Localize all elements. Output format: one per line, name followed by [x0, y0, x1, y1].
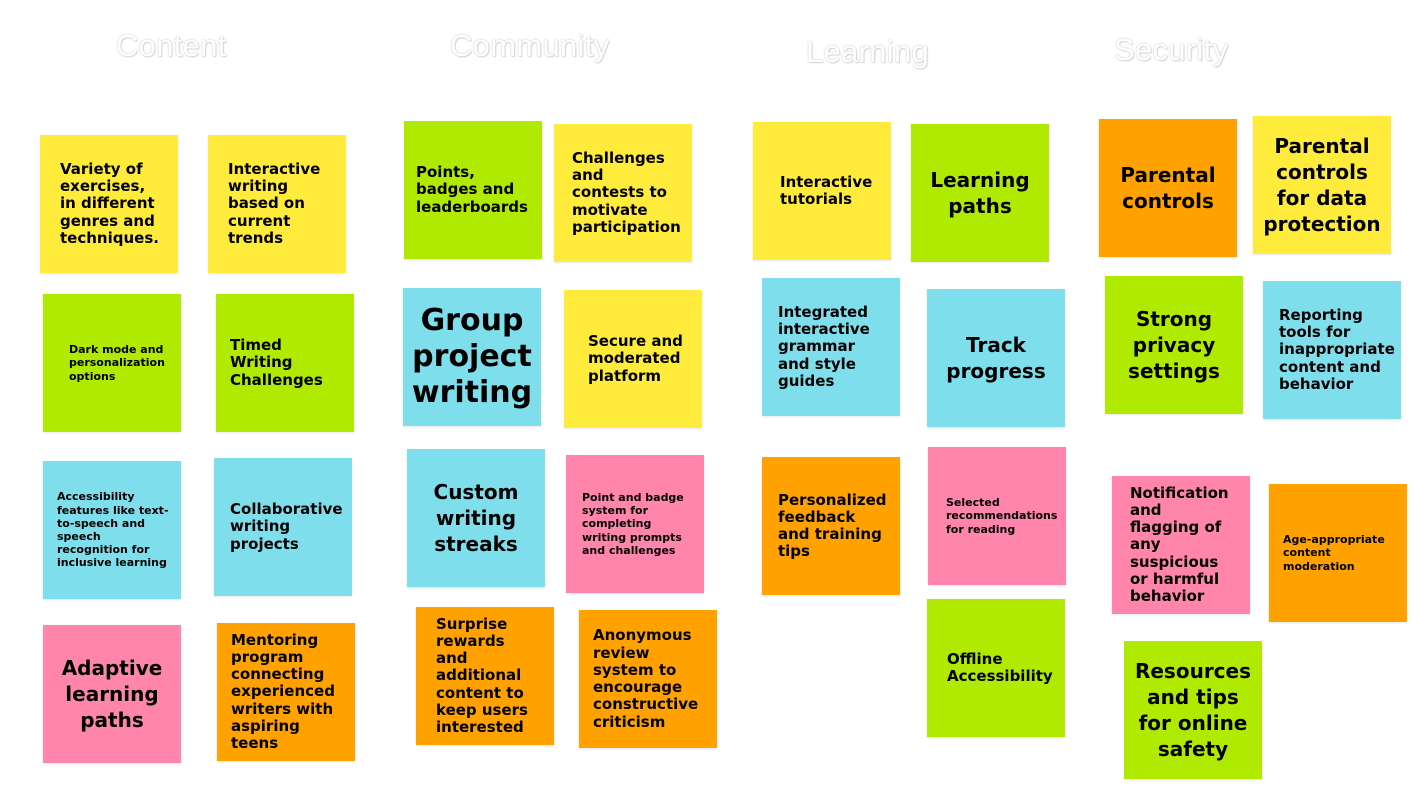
sticky-note-text: Collaborative writing projects — [230, 500, 343, 553]
sticky-note-custom-streaks[interactable]: Custom writing streaks — [407, 449, 545, 587]
sticky-note-secure-platform[interactable]: Secure and moderated platform — [564, 290, 702, 428]
sticky-note-text: Custom writing streaks — [433, 480, 519, 556]
sticky-note-text: Learning paths — [930, 168, 1030, 218]
sticky-note-text: Variety of exercises, in different genre… — [60, 159, 159, 247]
sticky-note-text: Integrated interactive grammar and style… — [778, 302, 870, 390]
sticky-note-online-safety[interactable]: Resources and tips for online safety — [1124, 641, 1262, 779]
sticky-note-text: Notification and flagging of any suspici… — [1130, 483, 1229, 606]
sticky-note-text: Parental controls for data protection — [1263, 134, 1381, 236]
sticky-note-text: Point and badge system for completing wr… — [582, 491, 684, 557]
sticky-note-reading-recommendations[interactable]: Selected recommendations for reading — [928, 447, 1066, 585]
sticky-note-learning-paths[interactable]: Learning paths — [911, 124, 1049, 262]
sticky-note-text: Mentoring program connecting experienced… — [231, 630, 335, 753]
sticky-note-text: Strong privacy settings — [1128, 307, 1220, 383]
sticky-note-dark-mode[interactable]: Dark mode and personalization options — [43, 294, 181, 432]
sticky-note-text: Surprise rewards and additional content … — [436, 614, 528, 737]
sticky-note-parental-data-protection[interactable]: Parental controls for data protection — [1253, 116, 1391, 254]
sticky-note-text: Dark mode and personalization options — [69, 343, 165, 383]
column-heading-content: Content — [116, 28, 227, 63]
sticky-note-point-badge-system[interactable]: Point and badge system for completing wr… — [566, 455, 704, 593]
sticky-note-text: Reporting tools for inappropriate conten… — [1279, 305, 1395, 393]
sticky-note-text: Adaptive learning paths — [61, 656, 163, 732]
sticky-note-text: Parental controls — [1120, 163, 1216, 213]
sticky-note-mentoring-program[interactable]: Mentoring program connecting experienced… — [217, 623, 355, 761]
column-heading-security: Security — [1114, 32, 1229, 67]
sticky-note-grammar-guides[interactable]: Integrated interactive grammar and style… — [762, 278, 900, 416]
sticky-note-surprise-rewards[interactable]: Surprise rewards and additional content … — [416, 607, 554, 745]
sticky-note-reporting-tools[interactable]: Reporting tools for inappropriate conten… — [1263, 281, 1401, 419]
sticky-note-text: Interactive tutorials — [780, 172, 873, 208]
sticky-note-challenges-contests[interactable]: Challenges and contests to motivate part… — [554, 124, 692, 262]
sticky-note-group-project[interactable]: Group project writing — [403, 288, 541, 426]
sticky-note-privacy-settings[interactable]: Strong privacy settings — [1105, 276, 1243, 414]
sticky-note-interactive-tutorials[interactable]: Interactive tutorials — [753, 122, 891, 260]
sticky-note-text: Interactive writing based on current tre… — [228, 159, 321, 247]
column-heading-learning: Learning — [806, 34, 930, 69]
sticky-note-offline-accessibility[interactable]: Offline Accessibility — [927, 599, 1065, 737]
sticky-note-text: Secure and moderated platform — [588, 332, 683, 385]
sticky-note-collaborative-writing[interactable]: Collaborative writing projects — [214, 458, 352, 596]
sticky-note-text: Selected recommendations for reading — [946, 496, 1058, 536]
sticky-note-text: Timed Writing Challenges — [230, 336, 323, 389]
sticky-note-text: Personalized feedback and training tips — [778, 490, 887, 561]
sticky-note-text: Accessibility features like text-to-spee… — [57, 490, 169, 570]
sticky-note-text: Track progress — [946, 333, 1046, 383]
sticky-note-text: Resources and tips for online safety — [1134, 659, 1252, 761]
sticky-note-notification-flagging[interactable]: Notification and flagging of any suspici… — [1112, 476, 1250, 614]
sticky-note-personalized-feedback[interactable]: Personalized feedback and training tips — [762, 457, 900, 595]
sticky-note-accessibility-features[interactable]: Accessibility features like text-to-spee… — [43, 461, 181, 599]
sticky-note-parental-controls[interactable]: Parental controls — [1099, 119, 1237, 257]
sticky-note-variety-exercises[interactable]: Variety of exercises, in different genre… — [40, 135, 178, 273]
sticky-note-text: Anonymous review system to encourage con… — [593, 626, 699, 731]
sticky-note-points-badges[interactable]: Points, badges and leaderboards — [404, 121, 542, 259]
sticky-note-text: Points, badges and leaderboards — [416, 163, 528, 216]
sticky-note-text: Age-appropriate content moderation — [1283, 533, 1385, 573]
sticky-note-adaptive-learning[interactable]: Adaptive learning paths — [43, 625, 181, 763]
sticky-note-text: Group project writing — [411, 303, 533, 410]
column-heading-community: Community — [450, 28, 610, 63]
sticky-note-text: Offline Accessibility — [947, 649, 1053, 685]
sticky-note-age-moderation[interactable]: Age-appropriate content moderation — [1269, 484, 1407, 622]
sticky-note-anonymous-review[interactable]: Anonymous review system to encourage con… — [579, 610, 717, 748]
sticky-note-track-progress[interactable]: Track progress — [927, 289, 1065, 427]
sticky-note-timed-writing[interactable]: Timed Writing Challenges — [216, 294, 354, 432]
sticky-note-text: Challenges and contests to motivate part… — [572, 148, 681, 236]
sticky-note-interactive-trends[interactable]: Interactive writing based on current tre… — [208, 135, 346, 273]
